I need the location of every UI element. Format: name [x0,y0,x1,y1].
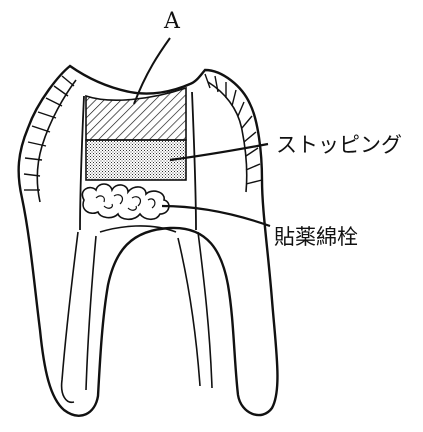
furcation-inner [100,226,176,232]
cotton-fibers [96,195,155,210]
cavity-wall-right [192,92,196,230]
leader-line-cotton [162,206,270,226]
enamel-line-right [208,82,247,192]
label-a: A [163,9,181,34]
filling-a-hatched [86,88,186,140]
label-medicated-cotton: 貼薬綿栓 [274,225,358,249]
medicated-cotton-pellet [82,184,169,219]
enamel-striations-right [205,74,262,184]
cavity-wall-left [80,96,84,230]
label-stopping: ストッピング [276,133,402,157]
root-canal-left [62,232,78,402]
root-canal-right-inner [178,238,200,386]
root-canal-left-inner [86,236,96,390]
root-canal-right [198,232,212,388]
